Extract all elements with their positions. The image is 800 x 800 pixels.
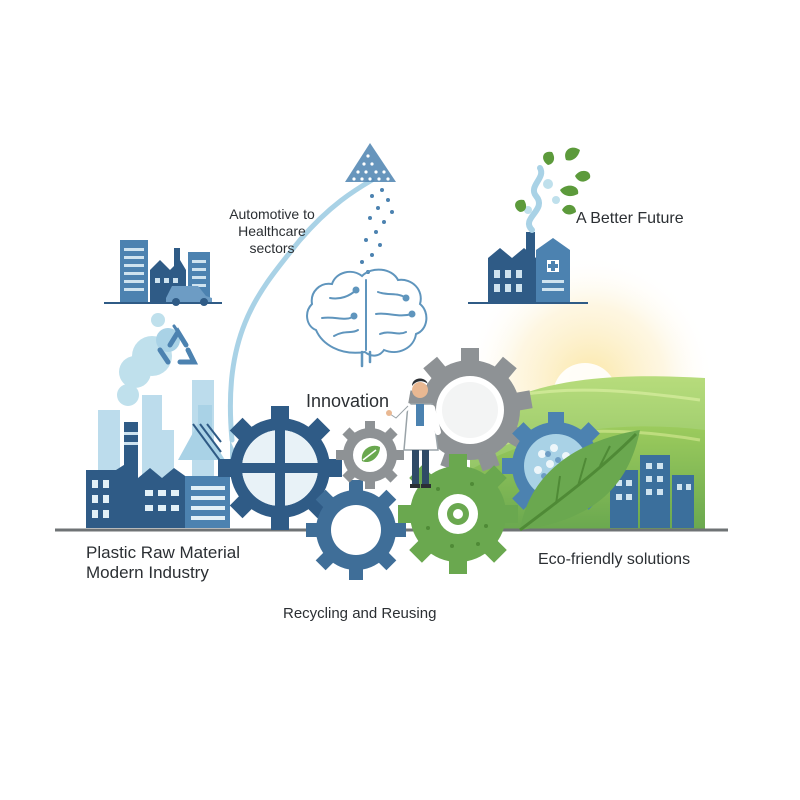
plastic-raw-material-text: Plastic Raw Material	[86, 543, 240, 562]
recycle-icon	[157, 324, 199, 365]
eco-friendly-label: Eco-friendly solutions	[538, 551, 691, 568]
plastic-industry-label: Plastic Raw Material Modern Industry	[86, 543, 240, 583]
recycling-label: Recycling and Reusing	[283, 605, 437, 622]
particle-arrowhead-icon	[345, 143, 396, 274]
scientist-icon	[386, 378, 441, 488]
navy-gear-icon	[218, 406, 342, 530]
better-future-label: A Better Future	[576, 210, 684, 227]
right-city-icon	[610, 455, 694, 528]
blue-ring-gear-icon	[306, 480, 406, 580]
steam-leaves-icon	[515, 147, 591, 233]
green-gear-icon	[398, 454, 518, 574]
leaf-icon	[519, 430, 640, 532]
modern-industry-text: Modern Industry	[86, 563, 209, 582]
brain-circuit-icon	[306, 268, 428, 368]
innovation-label: Innovation	[306, 391, 390, 411]
growth-arrow	[227, 177, 375, 443]
leaf-gear-icon	[336, 421, 404, 489]
industrial-city-icon	[86, 380, 246, 528]
smoke-cloud	[117, 313, 180, 406]
hospital-building-icon	[468, 232, 588, 304]
city-car-icon	[104, 240, 222, 306]
automotive-healthcare-label: Automotive to Healthcare sectors	[229, 206, 315, 256]
